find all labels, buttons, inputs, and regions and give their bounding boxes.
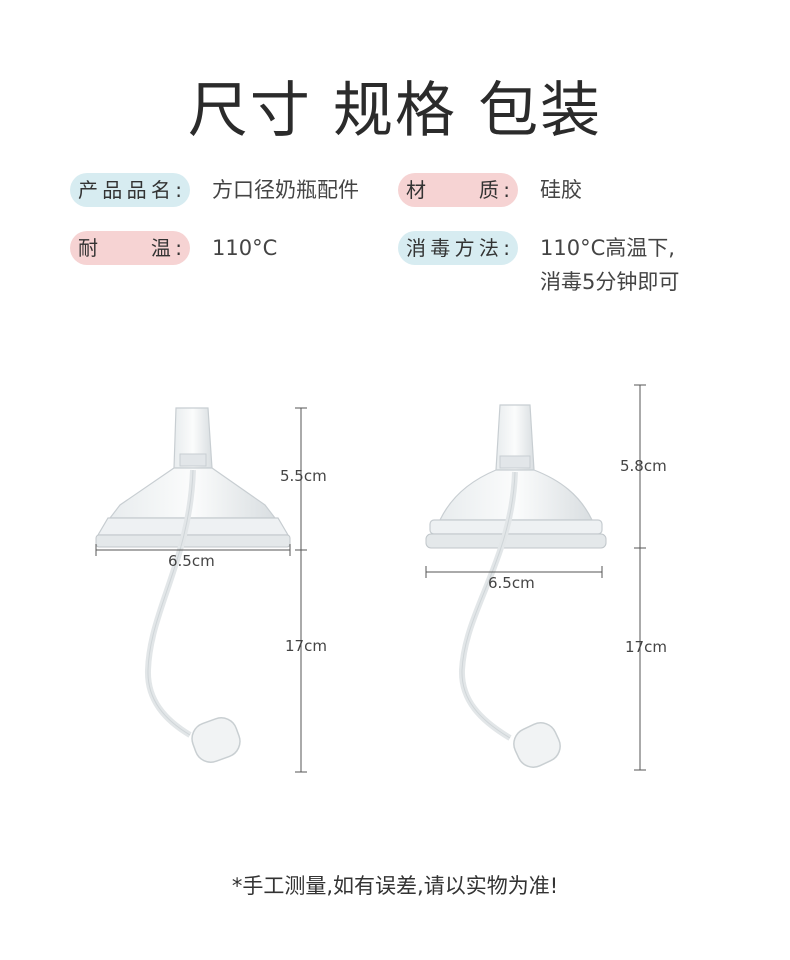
spec-value: 110°C高温下, 消毒5分钟即可 xyxy=(540,236,680,294)
spec-label: 材 质: xyxy=(398,173,518,207)
spec-sterilization: 消毒方法: 110°C高温下, 消毒5分钟即可 xyxy=(398,231,679,299)
page-title: 尺寸 规格 包装 xyxy=(187,76,603,146)
dimension-height-label: 5.5cm xyxy=(280,467,327,485)
dimension-width-label: 6.5cm xyxy=(488,574,535,592)
spec-product-name: 产品品名: 方口径奶瓶配件 xyxy=(70,173,359,207)
product-image-round-spout xyxy=(425,384,646,771)
dimension-height-label: 5.8cm xyxy=(620,457,667,475)
spec-material: 材 质: 硅胶 xyxy=(398,173,582,207)
dimension-straw-label: 17cm xyxy=(285,637,327,655)
measurement-footnote: *手工测量,如有误差,请以实物为准! xyxy=(231,874,559,898)
spec-value: 硅胶 xyxy=(540,178,582,202)
dimension-width-label: 6.5cm xyxy=(168,552,215,570)
spec-label: 耐 温: xyxy=(70,231,190,265)
product-image-square-spout xyxy=(95,407,307,773)
spec-label: 消毒方法: xyxy=(398,231,518,265)
spec-label: 产品品名: xyxy=(70,173,190,207)
spec-heat-resistance: 耐 温: 110°C xyxy=(70,231,277,265)
dimension-straw-label: 17cm xyxy=(625,638,667,656)
spec-value: 110°C xyxy=(212,236,278,260)
spec-value: 方口径奶瓶配件 xyxy=(212,178,359,202)
